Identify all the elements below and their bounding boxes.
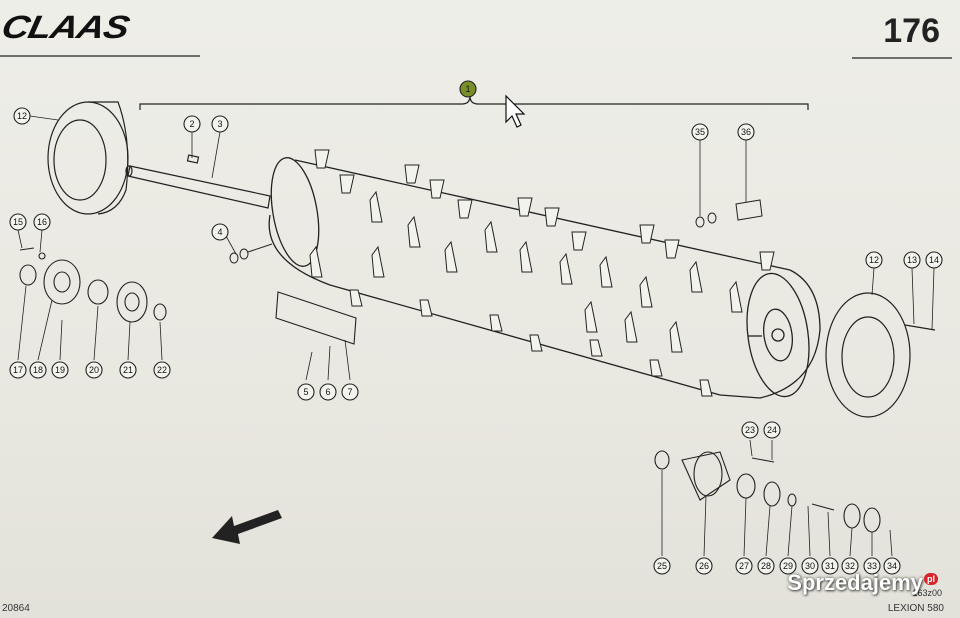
svg-text:23: 23 [745,425,755,435]
svg-text:18: 18 [33,365,43,375]
rotor-drum [268,157,821,399]
svg-text:31: 31 [825,561,835,571]
svg-text:33: 33 [867,561,877,571]
svg-text:30: 30 [805,561,815,571]
bolt-assembly-4 [229,243,273,264]
svg-text:22: 22 [157,365,167,375]
svg-text:28: 28 [761,561,771,571]
callout-25: 25 [653,557,671,575]
callout-26: 26 [695,557,713,575]
callout-12-right: 12 [865,251,883,269]
drawing-code-left: 20864 [2,603,30,614]
svg-text:13: 13 [907,255,917,265]
svg-text:36: 36 [741,127,751,137]
callout-17: 17 [9,361,27,379]
callout-14: 14 [925,251,943,269]
watermark-text: Sprzedajemy [787,570,923,595]
svg-text:21: 21 [123,365,133,375]
watermark-badge: pl [924,572,938,585]
mouse-cursor-icon [505,94,526,128]
rotor-teeth [309,149,775,397]
callout-31: 31 [821,557,839,575]
callout-35: 35 [691,123,709,141]
callout-13: 13 [903,251,921,269]
leader-lines [17,115,935,557]
callout-32: 32 [841,557,859,575]
svg-text:24: 24 [767,425,777,435]
callout-19: 19 [51,361,69,379]
callout-7: 7 [341,383,359,401]
callout-29: 29 [779,557,797,575]
callout-2: 2 [183,115,201,133]
svg-text:20: 20 [89,365,99,375]
svg-text:25: 25 [657,561,667,571]
model-label: LEXION 580 [887,603,944,614]
svg-text:5: 5 [303,387,308,397]
callout-4: 4 [211,223,229,241]
callout-27: 27 [735,557,753,575]
svg-text:2: 2 [189,119,194,129]
callout-12-left: 12 [13,107,31,125]
flange-ring-left [47,101,129,215]
callout-34: 34 [883,557,901,575]
svg-text:29: 29 [783,561,793,571]
callout-22: 22 [153,361,171,379]
svg-text:12: 12 [17,111,27,121]
svg-text:35: 35 [695,127,705,137]
callout-20: 20 [85,361,103,379]
page-number: 176 [883,12,940,50]
callout-24: 24 [763,421,781,439]
hub-parts [654,450,881,533]
svg-text:26: 26 [699,561,709,571]
drawing-code-right: 163z00 [912,588,942,598]
callout-15: 15 [9,213,27,231]
svg-text:4: 4 [217,227,222,237]
svg-text:19: 19 [55,365,65,375]
svg-text:32: 32 [845,561,855,571]
callout-30: 30 [801,557,819,575]
callout-18: 18 [29,361,47,379]
callout-28: 28 [757,557,775,575]
callout-6: 6 [319,383,337,401]
shaft [125,154,271,209]
svg-text:15: 15 [13,217,23,227]
left-bearing-parts [19,247,167,323]
callout-5: 5 [297,383,315,401]
svg-text:17: 17 [13,365,23,375]
svg-text:34: 34 [887,561,897,571]
callout-16: 16 [33,213,51,231]
callout-1: 1 [459,80,477,98]
svg-text:6: 6 [325,387,330,397]
assembly-bracket [139,95,809,110]
svg-text:12: 12 [869,255,879,265]
svg-text:27: 27 [739,561,749,571]
svg-text:7: 7 [347,387,352,397]
callout-3: 3 [211,115,229,133]
cover-plate [275,291,357,345]
svg-text:16: 16 [37,217,47,227]
callout-21: 21 [119,361,137,379]
direction-arrow-icon [212,510,282,544]
svg-text:1: 1 [465,84,470,94]
callout-23: 23 [741,421,759,439]
svg-text:3: 3 [217,119,222,129]
bracket-parts [695,199,763,228]
callout-36: 36 [737,123,755,141]
callout-33: 33 [863,557,881,575]
svg-text:14: 14 [929,255,939,265]
flange-ring-right [825,292,936,418]
